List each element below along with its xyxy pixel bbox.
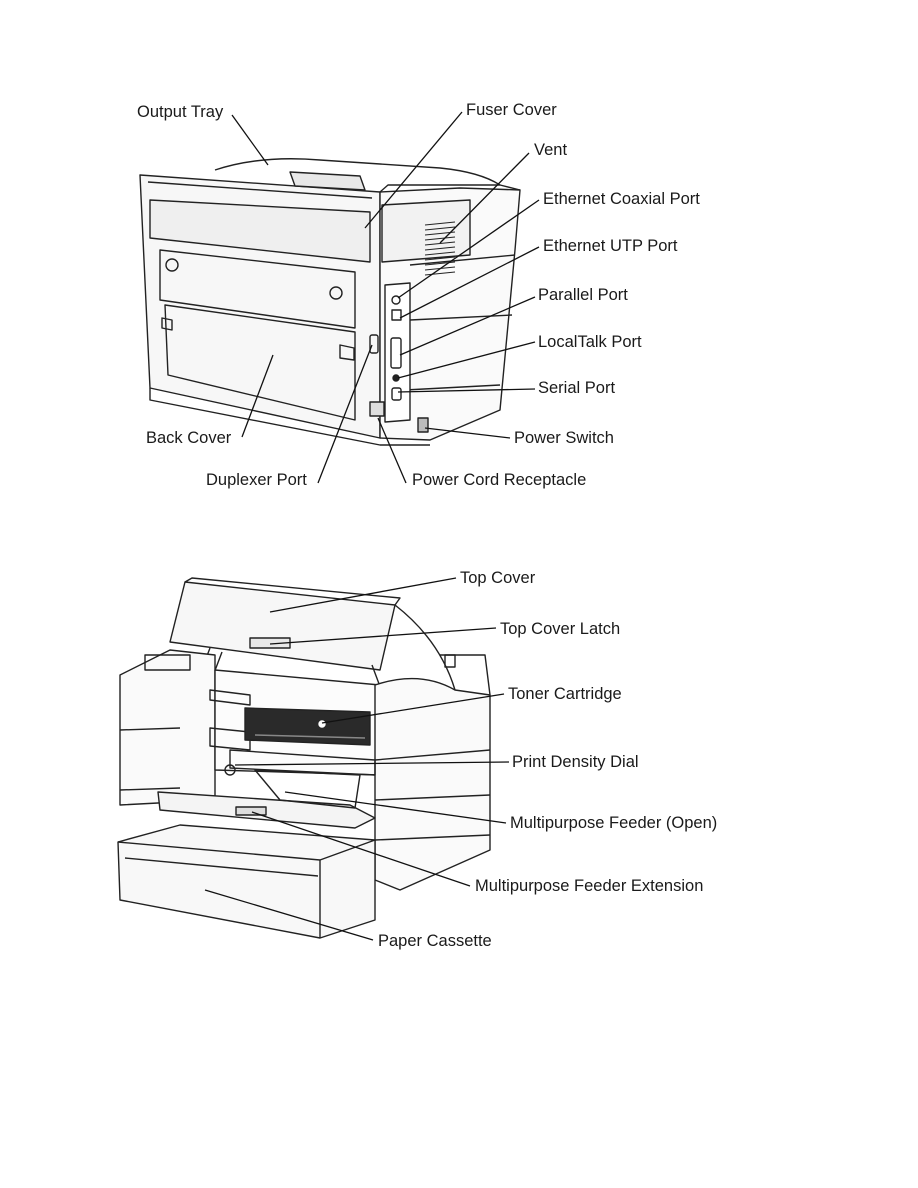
label-parallel-port: Parallel Port bbox=[538, 286, 628, 304]
label-print-density-dial: Print Density Dial bbox=[512, 753, 639, 771]
rear-view-diagram: Output Tray Fuser Cover Vent Ethernet Co… bbox=[0, 0, 918, 520]
label-power-cord-receptacle: Power Cord Receptacle bbox=[412, 471, 587, 489]
rear-printer-illustration bbox=[139, 111, 540, 484]
label-vent: Vent bbox=[534, 141, 568, 159]
label-output-tray: Output Tray bbox=[137, 103, 224, 121]
front-printer-illustration bbox=[117, 577, 510, 941]
label-top-cover: Top Cover bbox=[460, 569, 536, 587]
label-top-cover-latch: Top Cover Latch bbox=[500, 620, 621, 638]
label-multipurpose-feeder-open: Multipurpose Feeder (Open) bbox=[510, 814, 718, 832]
label-ethernet-coaxial-port: Ethernet Coaxial Port bbox=[543, 190, 700, 208]
label-back-cover: Back Cover bbox=[146, 429, 232, 447]
label-ethernet-utp-port: Ethernet UTP Port bbox=[543, 237, 678, 255]
front-view-diagram: Top Cover Top Cover Latch Toner Cartridg… bbox=[0, 560, 918, 980]
label-paper-cassette: Paper Cassette bbox=[378, 932, 492, 950]
label-power-switch: Power Switch bbox=[514, 429, 614, 447]
label-toner-cartridge: Toner Cartridge bbox=[508, 685, 622, 703]
label-localtalk-port: LocalTalk Port bbox=[538, 333, 642, 351]
label-fuser-cover: Fuser Cover bbox=[466, 101, 557, 119]
label-duplexer-port: Duplexer Port bbox=[206, 471, 307, 489]
label-multipurpose-feeder-extension: Multipurpose Feeder Extension bbox=[475, 877, 704, 895]
label-serial-port: Serial Port bbox=[538, 379, 616, 397]
